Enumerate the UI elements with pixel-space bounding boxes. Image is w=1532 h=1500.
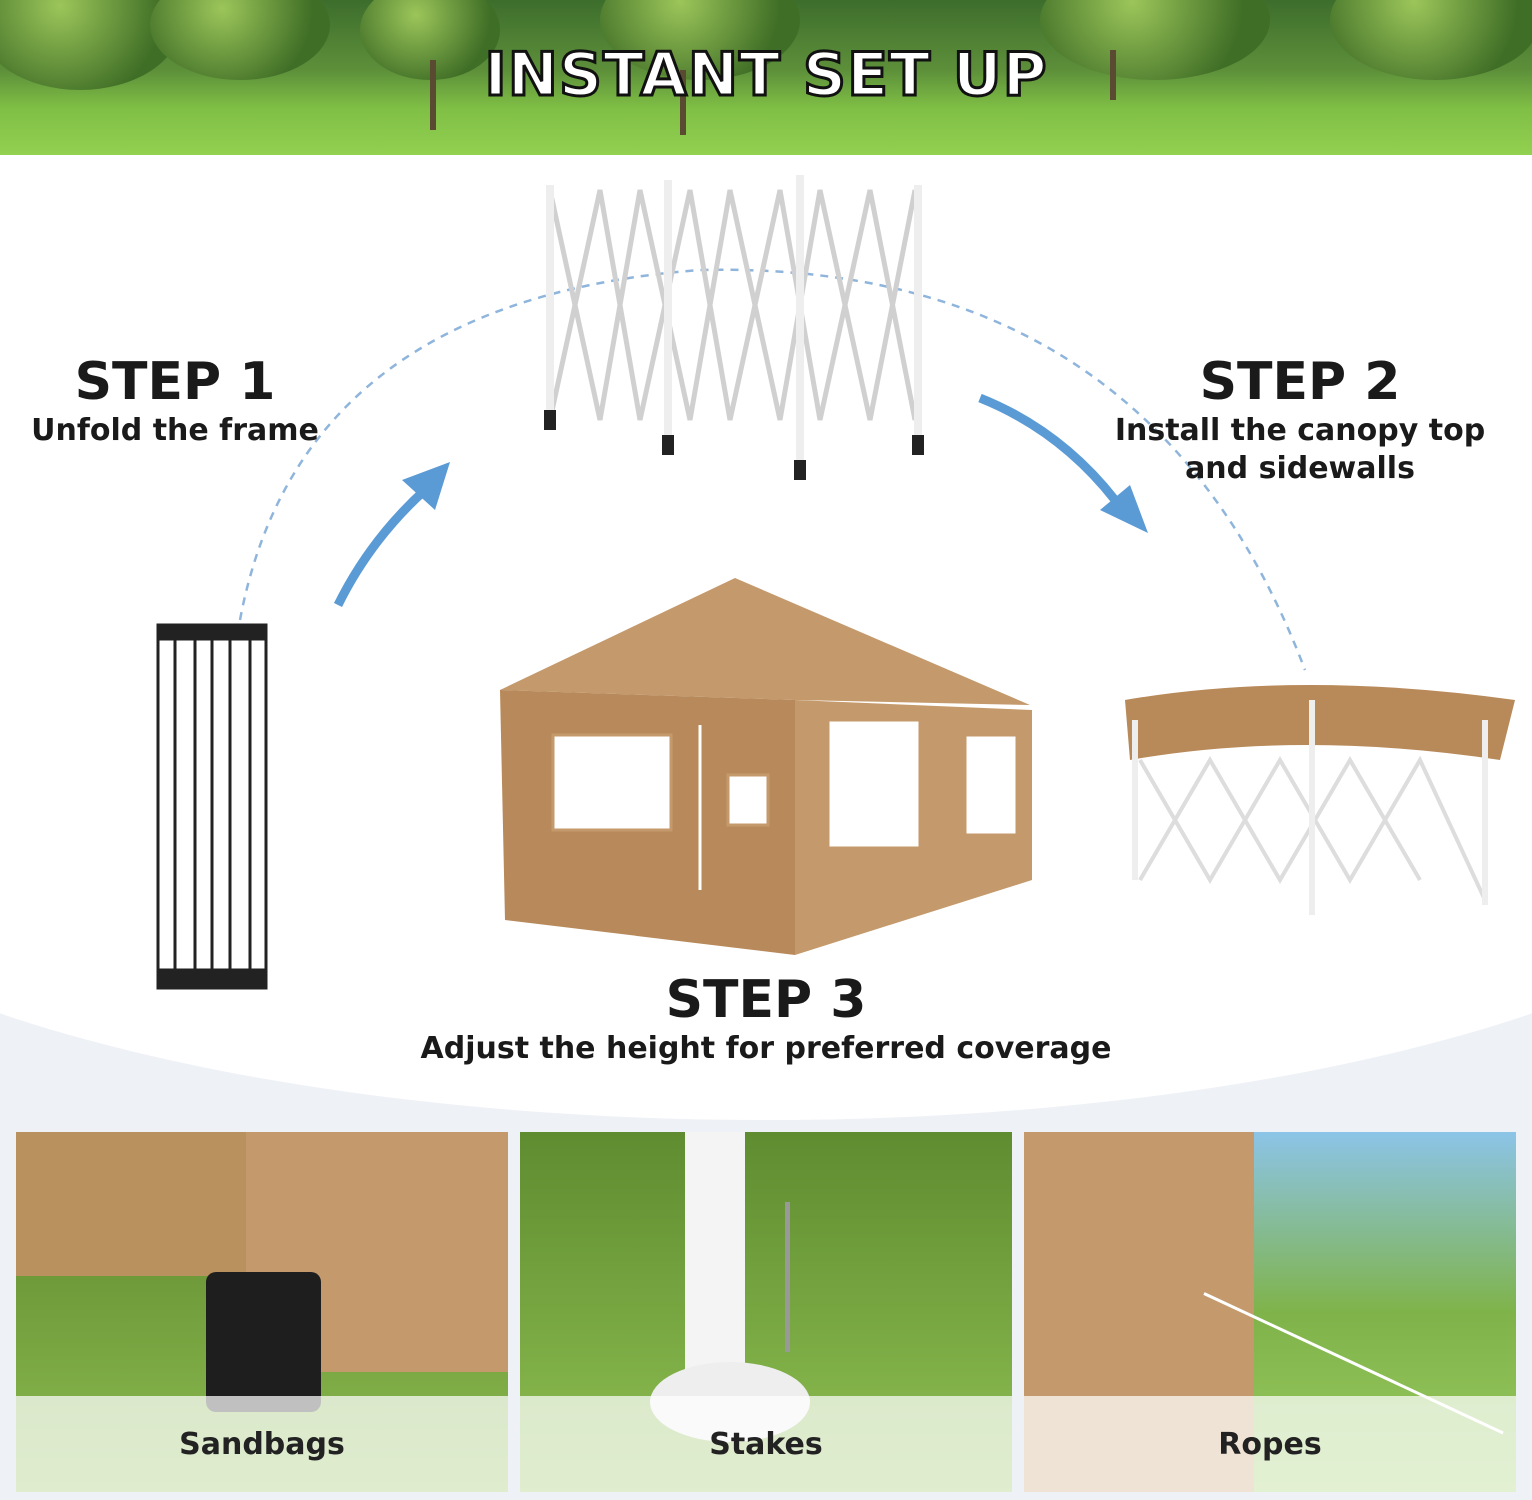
dashed-arc — [238, 268, 1307, 671]
folded-frame-image — [156, 623, 268, 990]
sandbags-label: Sandbags — [16, 1396, 508, 1492]
page-title: INSTANT SET UP — [483, 39, 1048, 112]
step-2: STEP 2 Install the canopy top and sidewa… — [1114, 352, 1486, 486]
ropes-panel: Ropes — [1024, 1132, 1516, 1492]
canopy-frame-image — [1125, 685, 1515, 915]
sandbags-panel: Sandbags — [16, 1132, 508, 1492]
stakes-panel: Stakes — [520, 1132, 1012, 1492]
tent-image — [500, 578, 1032, 955]
ropes-label: Ropes — [1024, 1396, 1516, 1492]
header-banner: INSTANT SET UP — [0, 0, 1532, 155]
step-1: STEP 1 Unfold the frame — [31, 352, 319, 448]
expanded-frame-image — [544, 175, 924, 480]
arrow-icon — [978, 393, 1148, 533]
stakes-label: Stakes — [520, 1396, 1012, 1492]
arrow-icon — [333, 462, 450, 607]
step-3: STEP 3 Adjust the height for preferred c… — [420, 970, 1112, 1066]
